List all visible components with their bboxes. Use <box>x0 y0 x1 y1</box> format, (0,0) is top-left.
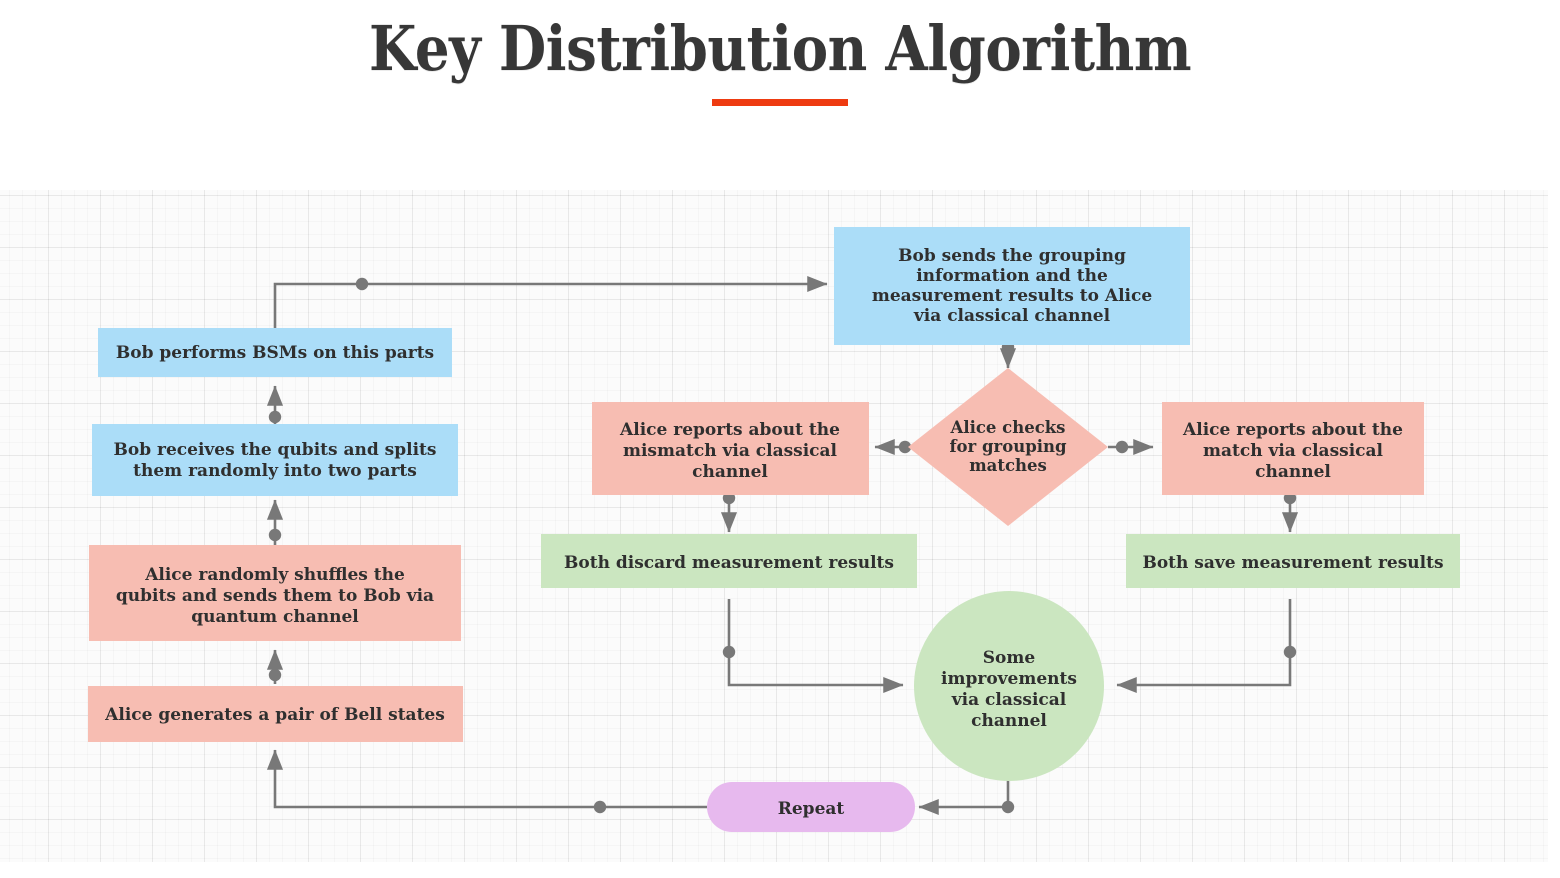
node-label-line: Alice reports about the <box>619 420 840 440</box>
node-alice-generates-bell-states[interactable]: Alice generates a pair of Bell states <box>88 686 463 742</box>
node-label-line: Alice randomly shuffles the <box>144 565 405 585</box>
node-bob-performs-bsms[interactable]: Bob performs BSMs on this parts <box>98 328 452 377</box>
node-label-line: Alice generates a pair of Bell states <box>104 705 445 725</box>
node-label-line: them randomly into two parts <box>133 461 417 481</box>
node-alice-checks-grouping-matches[interactable]: Alice checks for grouping matches <box>908 368 1108 526</box>
edge-save-to-improvements <box>1116 599 1297 694</box>
node-label-line: qubits and sends them to Bob via <box>116 586 434 606</box>
node-label-line: improvements <box>941 669 1077 689</box>
node-label-line: match via classical <box>1203 441 1384 461</box>
edge-alice-generates-to-shuffles <box>266 649 284 684</box>
edge-match-to-save <box>1281 491 1299 533</box>
node-label-line: Bob performs BSMs on this parts <box>116 343 434 363</box>
node-label-line: Both discard measurement results <box>564 553 894 573</box>
node-label-line: via classical <box>951 690 1067 710</box>
page-title: Key Distribution Algorithm <box>368 12 1192 85</box>
node-repeat-pill[interactable]: Repeat <box>707 782 915 832</box>
edge-shuffles-to-bob-receives <box>266 499 284 545</box>
flowchart-canvas: Bob sends the grouping information and t… <box>0 190 1548 862</box>
node-label-line: channel <box>1255 462 1331 482</box>
edge-mismatch-to-discard <box>720 491 738 533</box>
title-underline-rule <box>712 99 848 106</box>
node-label-line: Some <box>983 648 1036 668</box>
node-alice-reports-mismatch[interactable]: Alice reports about the mismatch via cla… <box>592 402 869 495</box>
node-bob-sends-grouping-info[interactable]: Bob sends the grouping information and t… <box>834 227 1190 345</box>
node-label-line: Alice checks <box>950 418 1066 437</box>
edge-discard-to-improvements <box>722 599 904 694</box>
node-label-line: Alice reports about the <box>1182 420 1403 440</box>
edge-bsms-to-bob-sends <box>273 275 828 328</box>
node-label-line: Both save measurement results <box>1142 553 1443 573</box>
node-both-discard-results[interactable]: Both discard measurement results <box>541 534 917 588</box>
node-label-line: Bob receives the qubits and splits <box>114 440 437 460</box>
node-label-line: information and the <box>916 266 1108 286</box>
flowchart-svg: Bob sends the grouping information and t… <box>88 227 1460 832</box>
node-label-line: mismatch via classical <box>623 441 838 461</box>
node-label-line: channel <box>692 462 768 482</box>
page-header: Key Distribution Algorithm <box>0 0 1560 190</box>
node-improvements-circle[interactable]: Some improvements via classical channel <box>914 591 1104 781</box>
node-label-line: channel <box>971 711 1047 731</box>
node-label-line: matches <box>969 456 1047 475</box>
node-label-line: for grouping <box>949 437 1067 456</box>
node-label-line: quantum channel <box>191 607 359 627</box>
node-label-line: via classical channel <box>913 306 1111 326</box>
node-label-line: Repeat <box>778 799 845 819</box>
node-alice-shuffles-qubits[interactable]: Alice randomly shuffles the qubits and s… <box>89 545 461 641</box>
node-label-line: Bob sends the grouping <box>898 246 1126 266</box>
edge-improvements-to-repeat <box>918 778 1015 816</box>
node-both-save-results[interactable]: Both save measurement results <box>1126 534 1460 588</box>
edge-alice-checks-to-mismatch <box>874 438 912 456</box>
node-alice-reports-match[interactable]: Alice reports about the match via classi… <box>1162 402 1424 495</box>
edge-repeat-to-alice-generates <box>266 749 707 814</box>
edge-bob-receives-to-bsms <box>266 385 284 426</box>
node-label-line: measurement results to Alice <box>872 286 1153 306</box>
edge-alice-checks-to-match <box>1108 438 1154 456</box>
node-bob-receives-qubits[interactable]: Bob receives the qubits and splits them … <box>92 424 458 496</box>
